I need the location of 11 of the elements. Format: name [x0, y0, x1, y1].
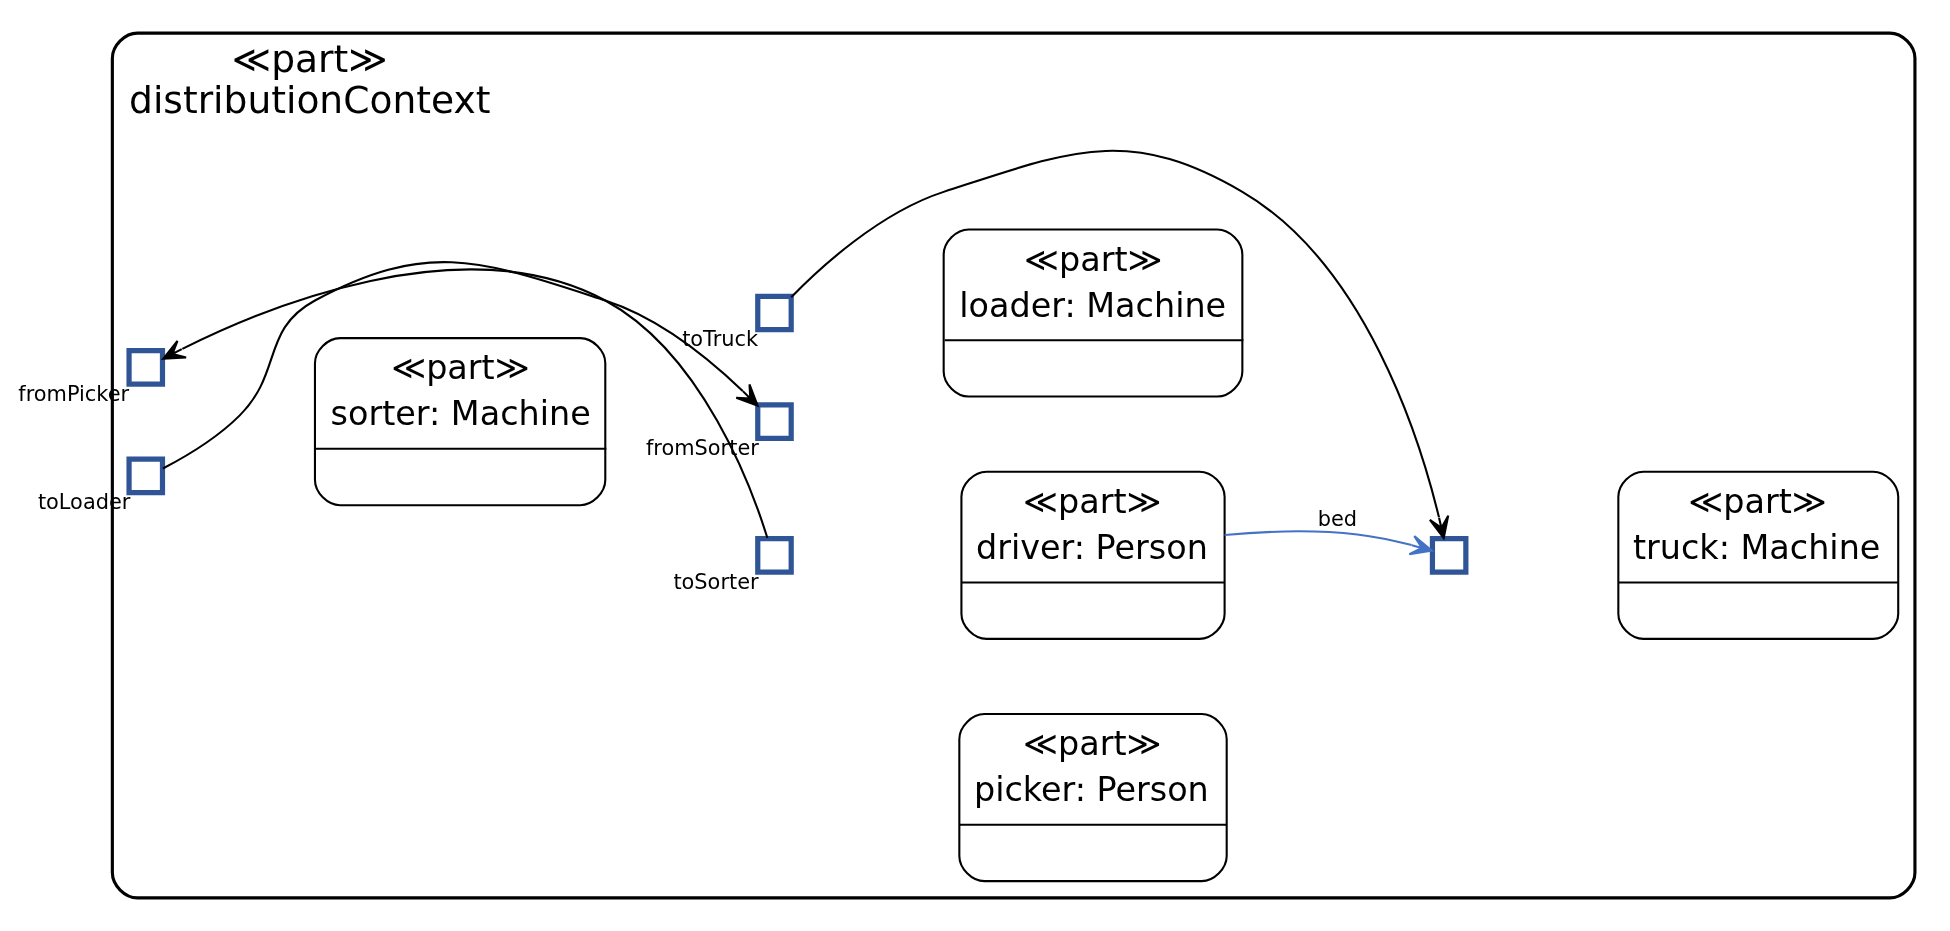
- node-box: [1429, 536, 1469, 575]
- arrow: [790, 149, 1450, 540]
- node-box: [755, 402, 794, 441]
- edge-label: bed: [1317, 507, 1358, 532]
- node-label: toTruck: [682, 327, 759, 352]
- node-label: toSorter: [673, 569, 759, 594]
- arrow: [1224, 530, 1434, 556]
- node-box: [755, 536, 794, 575]
- node-box: [126, 348, 166, 387]
- arrow: [162, 261, 759, 470]
- arrow: [162, 269, 769, 539]
